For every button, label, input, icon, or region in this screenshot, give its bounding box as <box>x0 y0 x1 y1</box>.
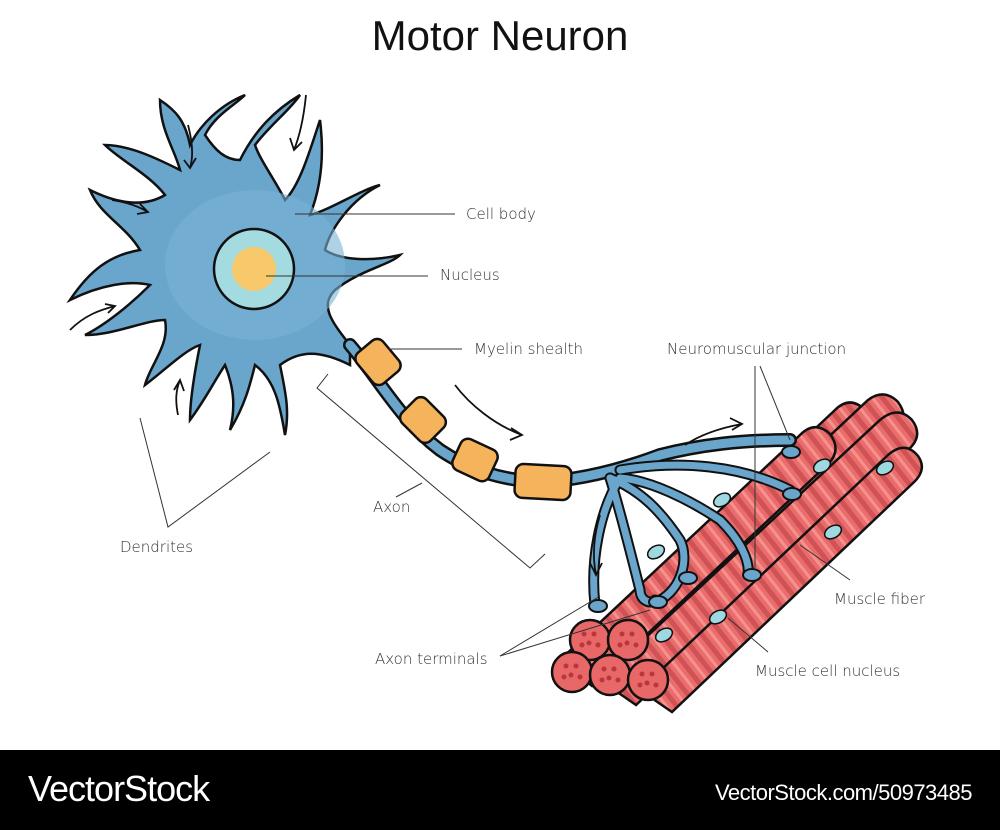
muscle-fiber-end <box>626 658 670 702</box>
arrow-icon <box>454 384 524 441</box>
arrow-icon <box>589 514 603 578</box>
myelin-sheath <box>354 337 573 502</box>
myelin-segment <box>398 395 448 445</box>
muscle-nucleus <box>712 492 732 508</box>
image-url: VectorStock.com/50973485 <box>714 780 973 805</box>
label-myelin-sheath: Myelin shealth <box>474 340 583 358</box>
brand-logo: VectorStock <box>28 768 210 809</box>
nucleolus-icon <box>232 247 276 291</box>
page-title: Motor Neuron <box>371 12 629 59</box>
muscle-nucleus <box>708 609 728 625</box>
muscle-fiber-end <box>588 653 632 697</box>
muscle-fiber <box>638 446 924 714</box>
terminal-bouton <box>781 445 801 459</box>
terminal-bouton <box>678 571 698 585</box>
label-cell-body: Cell body <box>466 205 536 223</box>
arrow-icon <box>111 199 150 215</box>
label-axon: Axon <box>373 498 411 516</box>
muscle-nucleus <box>654 627 674 643</box>
arrow-icon <box>173 377 185 416</box>
footer-bar: VectorStock VectorStock.com/50973485 <box>0 750 1000 830</box>
muscle-fiber-end <box>606 618 650 662</box>
label-muscle-fiber: Muscle fiber <box>834 590 926 608</box>
leader-lines <box>139 213 851 657</box>
muscle-nucleus <box>823 524 843 540</box>
muscle-fiber-end <box>550 650 594 694</box>
arrow-icon <box>684 417 744 446</box>
label-muscle-cell-nucleus: Muscle cell nucleus <box>755 662 901 680</box>
muscle-cell-nuclei <box>646 458 895 643</box>
terminal-bouton <box>782 487 802 501</box>
axon-terminals <box>588 445 802 613</box>
arrow-icon <box>289 94 307 152</box>
myelin-segment <box>513 462 573 502</box>
label-nucleus: Nucleus <box>440 266 500 284</box>
muscle-fiber <box>598 411 919 707</box>
label-neuromuscular-junction: Neuromuscular junction <box>667 340 847 358</box>
myelin-segment <box>451 437 499 483</box>
cell-body <box>66 93 404 436</box>
arrow-icon <box>183 124 197 170</box>
signal-arrows <box>69 94 744 578</box>
arrow-icon <box>69 303 117 331</box>
terminal-bouton <box>742 568 762 582</box>
terminal-bouton <box>648 595 668 609</box>
terminal-bouton <box>588 599 608 613</box>
myofibril-dots <box>561 631 659 688</box>
myelin-segment <box>354 337 402 387</box>
label-axon-terminals: Axon terminals <box>375 650 488 668</box>
label-dendrites: Dendrites <box>120 538 194 556</box>
muscle-nucleus <box>646 544 666 560</box>
muscle-nucleus <box>875 460 895 476</box>
muscle-nucleus <box>812 458 832 474</box>
motor-neuron-diagram <box>66 93 924 714</box>
